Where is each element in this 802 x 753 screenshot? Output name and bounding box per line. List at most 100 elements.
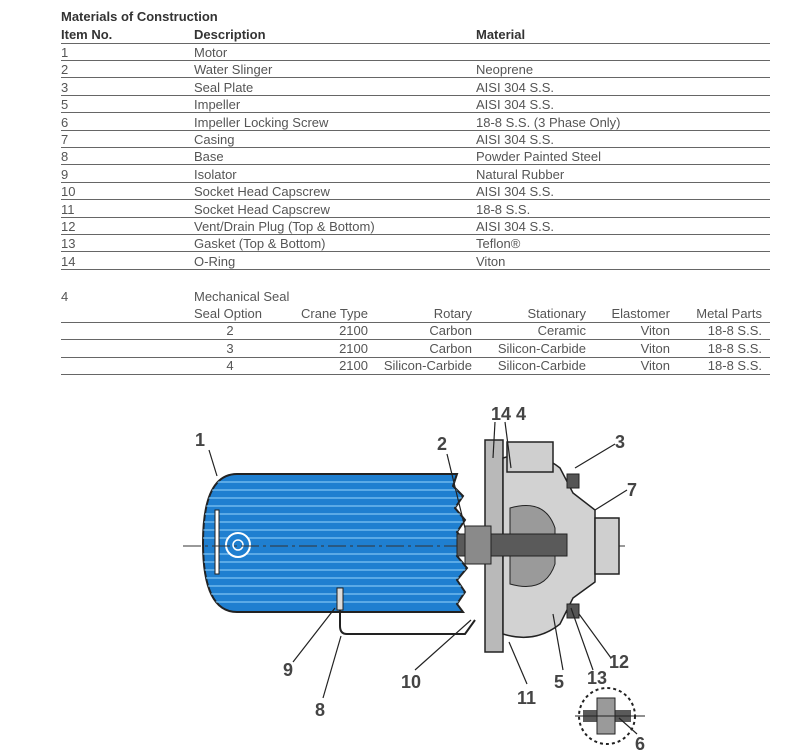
row-item: 10 — [61, 184, 76, 200]
detail-circle — [575, 687, 645, 745]
seal-cell: Carbon — [429, 340, 472, 356]
seal-cell: Silicon-Carbide — [383, 358, 472, 373]
row-description: Seal Plate — [194, 79, 254, 95]
row-item: 6 — [61, 114, 69, 130]
seal-cell: Seal Option — [194, 306, 262, 321]
row-item: 13 — [61, 236, 76, 252]
seal-cell: Ceramic — [537, 323, 586, 338]
callout-14-4: 14 4 — [491, 404, 526, 424]
row-description: Base — [194, 149, 224, 165]
callout-10: 10 — [401, 672, 421, 692]
row-item: 11 — [61, 201, 75, 217]
row-item: 3 — [61, 79, 69, 95]
col-header-material: Material — [476, 27, 526, 42]
seal-cell: 3 — [226, 340, 234, 356]
callout-1: 1 — [195, 430, 205, 450]
row-rule — [61, 181, 770, 183]
row-item: 5 — [61, 97, 69, 113]
row-item: 12 — [61, 219, 76, 234]
header-rule — [61, 43, 770, 44]
pump-cross-section-diagram: 1 2 14 4 3 7 9 8 10 11 5 13 12 6 — [183, 404, 645, 753]
seal-row-rule — [61, 339, 770, 340]
row-rule — [61, 60, 770, 61]
col-header-description: Description — [194, 27, 266, 42]
callout-7: 7 — [627, 480, 637, 500]
row-description: Socket Head Capscrew — [194, 201, 330, 217]
seal-cell: Silicon-Carbide — [497, 340, 586, 356]
row-material: AISI 304 S.S. — [476, 97, 555, 113]
isolator — [336, 587, 344, 611]
row-description: Impeller Locking Screw — [194, 114, 329, 130]
row-item: 8 — [61, 149, 69, 165]
callout-13: 13 — [587, 668, 607, 688]
row-material: Viton — [476, 253, 506, 269]
callout-11: 11 — [517, 688, 536, 708]
row-material: Natural Rubber — [476, 166, 565, 182]
seal-cell: 2 — [226, 323, 234, 338]
seal-cell: 4 — [226, 358, 234, 373]
seal-cell: 2100 — [339, 323, 368, 338]
row-material: Neoprene — [476, 62, 534, 78]
row-material: 18-8 S.S. (3 Phase Only) — [476, 114, 621, 130]
seal-cell: Elastomer — [611, 306, 670, 321]
seal-cell: Viton — [640, 358, 670, 373]
row-material: AISI 304 S.S. — [476, 132, 555, 147]
row-material: AISI 304 S.S. — [476, 219, 555, 234]
row-item: 2 — [61, 62, 69, 78]
seal-cell: Crane Type — [301, 306, 368, 321]
row-rule — [61, 112, 770, 114]
seal-cell: Silicon-Carbide — [497, 358, 586, 373]
row-rule — [61, 77, 770, 79]
callout-8: 8 — [315, 700, 325, 720]
callout-12: 12 — [609, 652, 629, 672]
row-rule — [61, 251, 770, 253]
row-description: Gasket (Top & Bottom) — [194, 236, 326, 252]
table-title: Materials of Construction — [61, 9, 218, 24]
seal-cell: 2100 — [339, 358, 368, 373]
row-item: 14 — [61, 253, 76, 269]
callout-9: 9 — [283, 660, 293, 680]
seal-cell: Stationary — [527, 306, 586, 321]
row-rule — [61, 234, 770, 235]
callout-2: 2 — [437, 434, 447, 454]
seal-cell: 2100 — [339, 340, 368, 356]
col-header-item: Item No. — [61, 27, 113, 42]
row-material: Teflon® — [476, 236, 521, 252]
row-rule — [61, 94, 770, 96]
row-material: AISI 304 S.S. — [476, 184, 555, 200]
seal-cell: Viton — [640, 323, 670, 338]
seal-item-number: 4 — [61, 289, 69, 304]
row-description: Casing — [194, 132, 235, 147]
seal-row-rule — [61, 374, 770, 375]
row-description: Impeller — [194, 97, 241, 113]
seal-cell: Carbon — [429, 323, 472, 338]
row-rule — [61, 268, 770, 270]
seal-header-rule — [61, 322, 770, 323]
seal-cell: 18-8 S.S. — [707, 358, 762, 373]
callout-5: 5 — [554, 672, 564, 692]
row-rule — [61, 129, 770, 131]
leader-lines — [208, 421, 638, 735]
row-description: Socket Head Capscrew — [194, 184, 330, 200]
row-item: 1 — [61, 45, 69, 60]
seal-cell: Viton — [640, 340, 670, 356]
seal-cell: Metal Parts — [696, 306, 762, 321]
row-description: O-Ring — [194, 253, 236, 269]
row-rule — [61, 199, 770, 201]
seal-cell: Rotary — [433, 306, 472, 321]
seal-title: Mechanical Seal — [194, 289, 290, 304]
row-material: AISI 304 S.S. — [476, 79, 555, 95]
seal-cell: 18-8 S.S. — [707, 323, 762, 338]
row-material: Powder Painted Steel — [476, 149, 602, 165]
seal-cell: 18-8 S.S. — [707, 340, 762, 356]
base-bracket — [339, 598, 476, 635]
row-description: Motor — [194, 45, 228, 60]
pump-housing — [456, 439, 620, 653]
callout-3: 3 — [615, 432, 625, 452]
row-description: Isolator — [194, 166, 237, 182]
row-description: Vent/Drain Plug (Top & Bottom) — [194, 219, 375, 234]
seal-row-rule — [61, 356, 770, 358]
row-rule — [61, 216, 770, 218]
row-item: 9 — [61, 166, 69, 182]
